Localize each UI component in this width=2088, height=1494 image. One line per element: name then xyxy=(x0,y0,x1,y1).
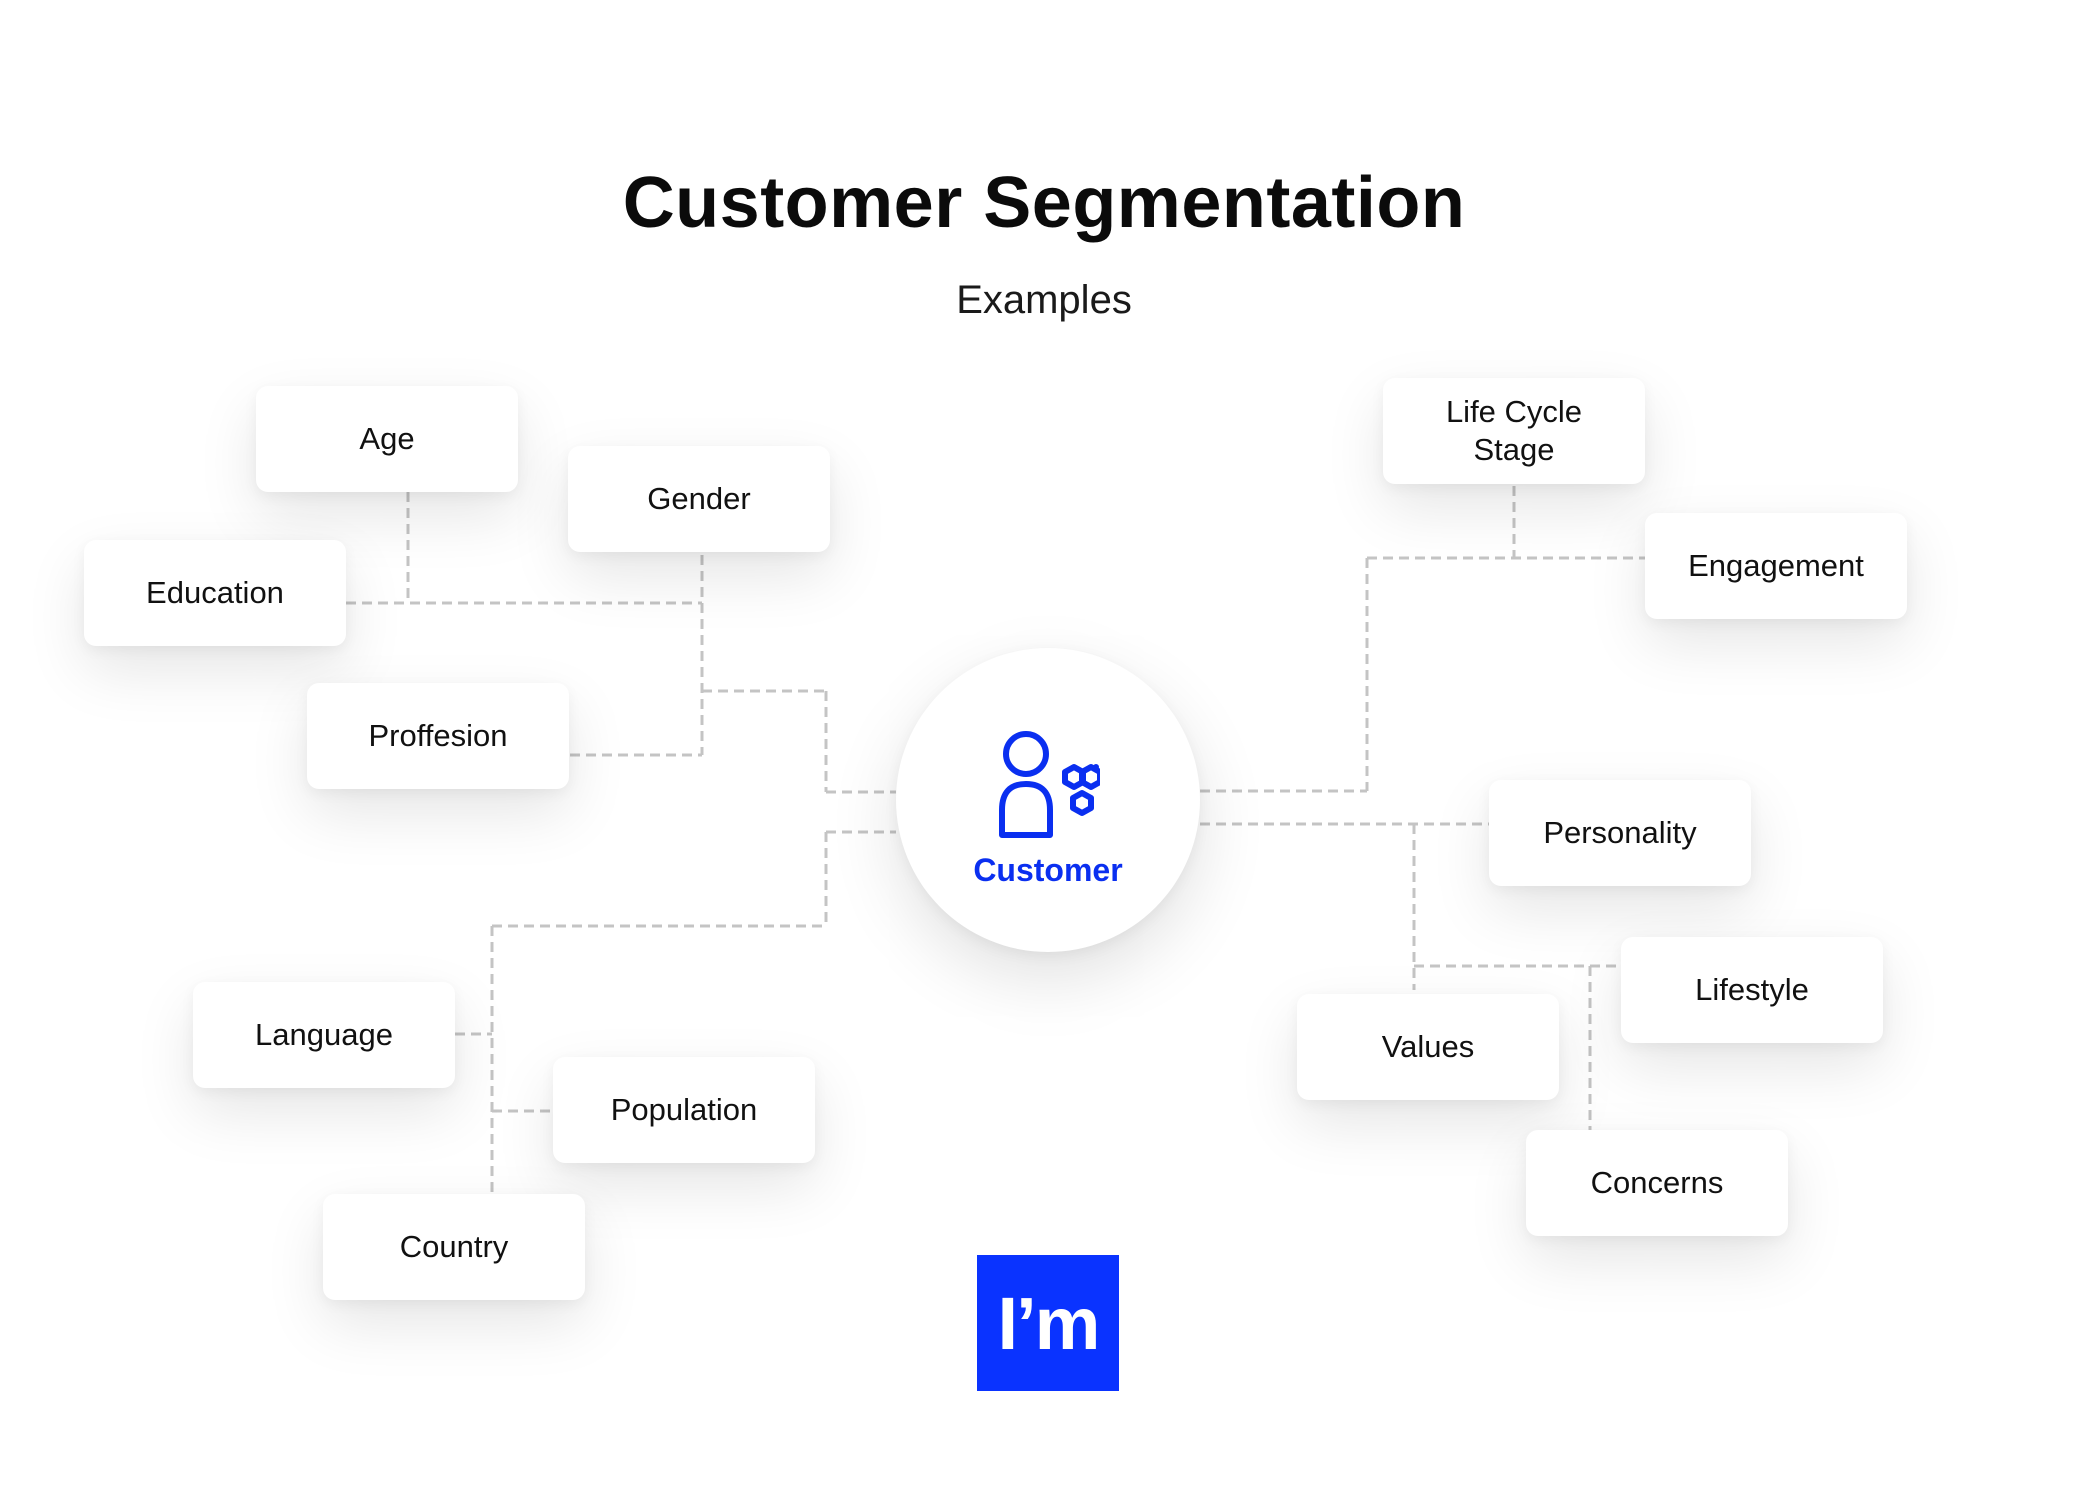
node-personality: Personality xyxy=(1489,780,1751,886)
customer-node: Customer xyxy=(896,648,1200,952)
node-proffesion: Proffesion xyxy=(307,683,569,789)
customer-label: Customer xyxy=(973,852,1123,888)
node-values: Values xyxy=(1297,994,1559,1100)
node-engagement: Engagement xyxy=(1645,513,1907,619)
node-education: Education xyxy=(84,540,346,646)
node-population: Population xyxy=(553,1057,815,1163)
node-language: Language xyxy=(193,982,455,1088)
node-lifestyle: Lifestyle xyxy=(1621,937,1883,1043)
node-age: Age xyxy=(256,386,518,492)
brand-logo: I’m xyxy=(977,1255,1119,1391)
node-country: Country xyxy=(323,1194,585,1300)
node-life-cycle-stage: Life Cycle Stage xyxy=(1383,378,1645,484)
node-gender: Gender xyxy=(568,446,830,552)
page-title: Customer Segmentation xyxy=(622,163,1466,243)
node-concerns: Concerns xyxy=(1526,1130,1788,1236)
customer-segments-icon xyxy=(999,731,1100,838)
page-subtitle: Examples xyxy=(956,278,1132,322)
